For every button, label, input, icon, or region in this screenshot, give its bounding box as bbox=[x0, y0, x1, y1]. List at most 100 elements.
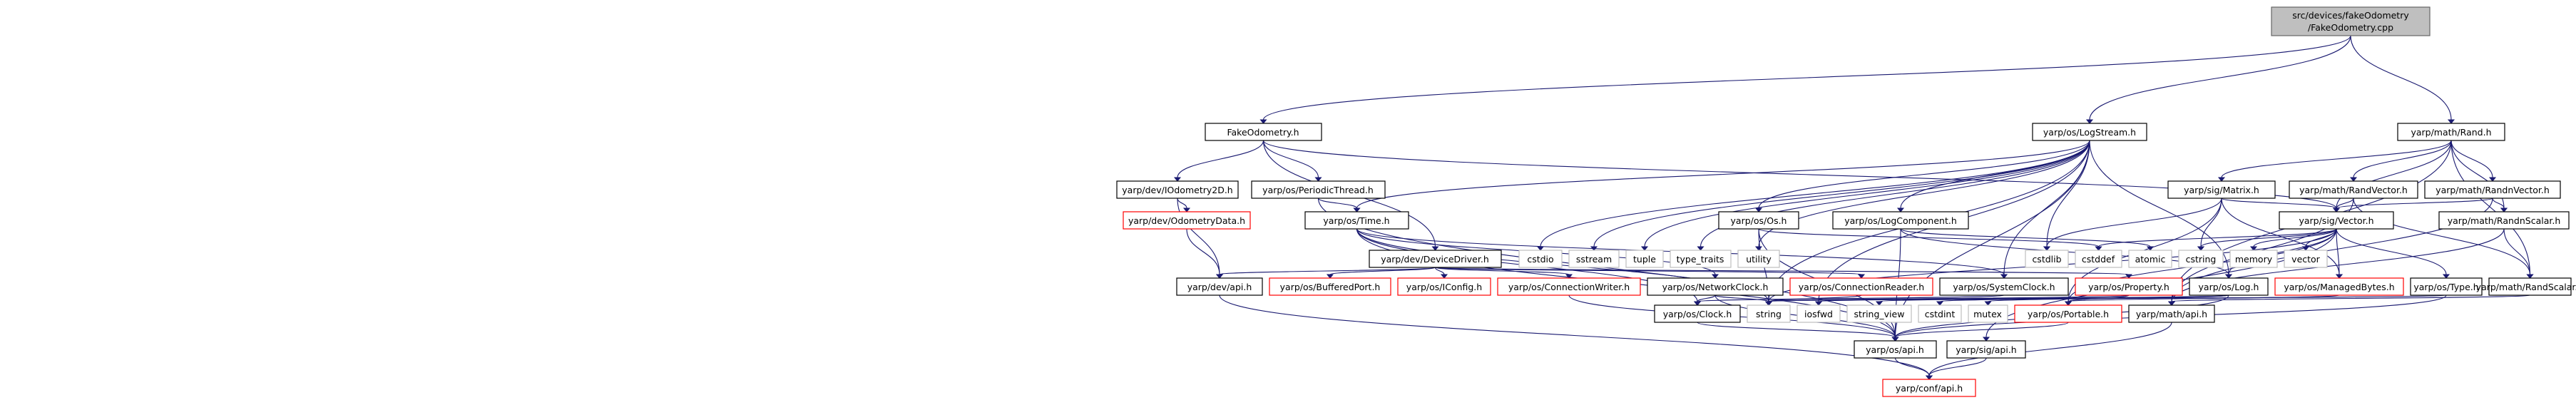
svg-text:utility: utility bbox=[1746, 254, 1772, 265]
svg-text:cstring: cstring bbox=[2186, 254, 2217, 265]
node-odometrydata-h[interactable]: yarp/dev/OdometryData.h bbox=[1123, 211, 1251, 230]
node-string: string bbox=[1747, 304, 1791, 323]
svg-text:yarp/sig/Vector.h: yarp/sig/Vector.h bbox=[2299, 215, 2373, 226]
node-connectionreader-h[interactable]: yarp/os/ConnectionReader.h bbox=[1789, 277, 1933, 296]
edge-periodicthread-h-to-time-h bbox=[1317, 198, 1358, 209]
node-randnscalar-h[interactable]: yarp/math/RandnScalar.h bbox=[2438, 211, 2570, 230]
edge-logstream-h-to-logcomponent-h bbox=[1900, 140, 2090, 209]
svg-text:yarp/os/Type.h: yarp/os/Type.h bbox=[2413, 282, 2478, 292]
edge-rand-h-to-randvector-h bbox=[2353, 140, 2452, 178]
node-connectionwriter-h[interactable]: yarp/os/ConnectionWriter.h bbox=[1497, 277, 1641, 296]
node-managedbytes-h[interactable]: yarp/os/ManagedBytes.h bbox=[2274, 277, 2404, 296]
edge-randnvector-h-to-vector-h bbox=[2336, 198, 2493, 209]
arrowhead bbox=[1182, 207, 1191, 212]
arrowhead bbox=[2043, 246, 2051, 251]
edge-sig-api-h-to-conf-api-h bbox=[1928, 357, 1987, 376]
graph-nodes: src/devices/fakeOdometry /FakeOdometry.c… bbox=[1116, 6, 2576, 397]
edge-os-api-h-to-conf-api-h bbox=[1894, 357, 1930, 376]
svg-text:yarp/os/PeriodicThread.h: yarp/os/PeriodicThread.h bbox=[1262, 185, 1374, 195]
node-iconfig-h[interactable]: yarp/os/IConfig.h bbox=[1397, 277, 1491, 296]
arrowhead bbox=[1754, 246, 1763, 251]
node-fakeodometry-h[interactable]: FakeOdometry.h bbox=[1205, 123, 1322, 141]
svg-text:tuple: tuple bbox=[1633, 254, 1656, 265]
node-property-h[interactable]: yarp/os/Property.h bbox=[2075, 277, 2183, 296]
edge-logcomponent-h-to-atomic bbox=[1900, 228, 2151, 247]
svg-text:string: string bbox=[1756, 309, 1782, 319]
node-sstream: sstream bbox=[1568, 250, 1620, 268]
node-type-h[interactable]: yarp/os/Type.h bbox=[2410, 277, 2483, 296]
arrowhead bbox=[1875, 301, 1884, 306]
node-clock-h[interactable]: yarp/os/Clock.h bbox=[1654, 304, 1741, 323]
node-matrix-h[interactable]: yarp/sig/Matrix.h bbox=[2167, 180, 2276, 199]
node-iodometry2d-h[interactable]: yarp/dev/IOdometry2D.h bbox=[1116, 180, 1239, 199]
edge-logstream-h-to-systemclock-h bbox=[2003, 140, 2090, 275]
edge-devicedriver-h-to-property-h bbox=[1434, 267, 2130, 275]
node-type-traits: type_traits bbox=[1670, 250, 1732, 268]
node-randnvector-h[interactable]: yarp/math/RandnVector.h bbox=[2424, 180, 2561, 199]
edge-math-api-h-to-conf-api-h bbox=[1928, 322, 2172, 376]
node-rand-h[interactable]: yarp/math/Rand.h bbox=[2397, 123, 2505, 141]
edge-vector-h-to-managedbytes-h bbox=[2336, 228, 2340, 275]
node-periodicthread-h[interactable]: yarp/os/PeriodicThread.h bbox=[1251, 180, 1386, 199]
arrowhead bbox=[2447, 119, 2455, 124]
node-devicedriver-h[interactable]: yarp/dev/DeviceDriver.h bbox=[1369, 250, 1502, 268]
node-log-h[interactable]: yarp/os/Log.h bbox=[2189, 277, 2269, 296]
node-vector-h[interactable]: yarp/sig/Vector.h bbox=[2279, 211, 2394, 230]
edge-randnscalar-h-to-randscalar-h bbox=[2503, 228, 2531, 275]
arrowhead bbox=[1314, 177, 1322, 182]
root-node: src/devices/fakeOdometry /FakeOdometry.c… bbox=[2271, 6, 2431, 36]
svg-text:cstdint: cstdint bbox=[1925, 309, 1956, 319]
arrowhead bbox=[1814, 301, 1823, 306]
edge-devicedriver-h-to-dev-api-h bbox=[1219, 267, 1436, 275]
edge-rand-h-to-randscalar-h bbox=[2450, 140, 2531, 275]
node-randscalar-h[interactable]: yarp/math/RandScalar.h bbox=[2476, 277, 2576, 296]
svg-text:vector: vector bbox=[2291, 254, 2321, 265]
node-conf-api-h[interactable]: yarp/conf/api.h bbox=[1882, 379, 1976, 397]
node-randvector-h[interactable]: yarp/math/RandVector.h bbox=[2289, 180, 2418, 199]
edge-fakeodometry-h-to-iodometry2d-h bbox=[1177, 140, 1264, 178]
svg-text:yarp/dev/DeviceDriver.h: yarp/dev/DeviceDriver.h bbox=[1381, 254, 1489, 265]
node-os-api-h[interactable]: yarp/os/api.h bbox=[1854, 340, 1937, 359]
arrowhead bbox=[1711, 274, 1719, 279]
node-string-view: string_view bbox=[1846, 304, 1912, 323]
svg-text:yarp/sig/api.h: yarp/sig/api.h bbox=[1956, 344, 2016, 355]
edge-logstream-h-to-cstdio bbox=[1540, 140, 2090, 247]
arrowhead bbox=[1693, 301, 1702, 306]
node-utility: utility bbox=[1737, 250, 1780, 268]
node-networkclock-h[interactable]: yarp/os/NetworkClock.h bbox=[1647, 277, 1784, 296]
node-time-h[interactable]: yarp/os/Time.h bbox=[1304, 211, 1409, 230]
arrowhead bbox=[2000, 274, 2008, 279]
svg-text:yarp/os/ConnectionWriter.h: yarp/os/ConnectionWriter.h bbox=[1508, 282, 1630, 292]
edge-dev-api-h-to-conf-api-h bbox=[1219, 294, 1930, 376]
arrowhead bbox=[1764, 301, 1773, 306]
node-sig-api-h[interactable]: yarp/sig/api.h bbox=[1946, 340, 2026, 359]
arrowhead bbox=[1982, 337, 1990, 342]
edge-iodometry2d-h-to-odometrydata-h bbox=[1177, 198, 1187, 209]
edge-networkclock-h-to-clock-h bbox=[1697, 294, 1716, 302]
arrowhead bbox=[2526, 274, 2534, 279]
arrowhead bbox=[2217, 177, 2226, 182]
svg-text:yarp/dev/OdometryData.h: yarp/dev/OdometryData.h bbox=[1128, 215, 1245, 226]
node-systemclock-h[interactable]: yarp/os/SystemClock.h bbox=[1939, 277, 2069, 296]
svg-text:yarp/os/NetworkClock.h: yarp/os/NetworkClock.h bbox=[1662, 282, 1769, 292]
svg-text:yarp/os/Os.h: yarp/os/Os.h bbox=[1731, 215, 1787, 226]
arrowhead bbox=[2224, 274, 2233, 279]
node-math-api-h[interactable]: yarp/math/api.h bbox=[2128, 304, 2215, 323]
arrowhead bbox=[1936, 301, 1944, 306]
node-logcomponent-h[interactable]: yarp/os/LogComponent.h bbox=[1832, 211, 1969, 230]
arrowhead bbox=[1326, 274, 1334, 279]
node-cstdlib: cstdlib bbox=[2025, 250, 2069, 268]
arrowhead bbox=[2167, 301, 2176, 306]
node-portable-h[interactable]: yarp/os/Portable.h bbox=[2014, 304, 2122, 323]
edge-odometrydata-h-to-dev-api-h bbox=[1186, 228, 1220, 275]
node-logstream-h[interactable]: yarp/os/LogStream.h bbox=[2032, 123, 2147, 141]
svg-text:FakeOdometry.h: FakeOdometry.h bbox=[1227, 127, 1299, 138]
svg-text:sstream: sstream bbox=[1576, 254, 1612, 265]
edge-iodometry2d-h-to-dev-api-h bbox=[1177, 198, 1220, 275]
node-bufferedport-h[interactable]: yarp/os/BufferedPort.h bbox=[1269, 277, 1391, 296]
node-atomic: atomic bbox=[2128, 250, 2172, 268]
node-os-h[interactable]: yarp/os/Os.h bbox=[1718, 211, 1799, 230]
node-dev-api-h[interactable]: yarp/dev/api.h bbox=[1176, 277, 1263, 296]
